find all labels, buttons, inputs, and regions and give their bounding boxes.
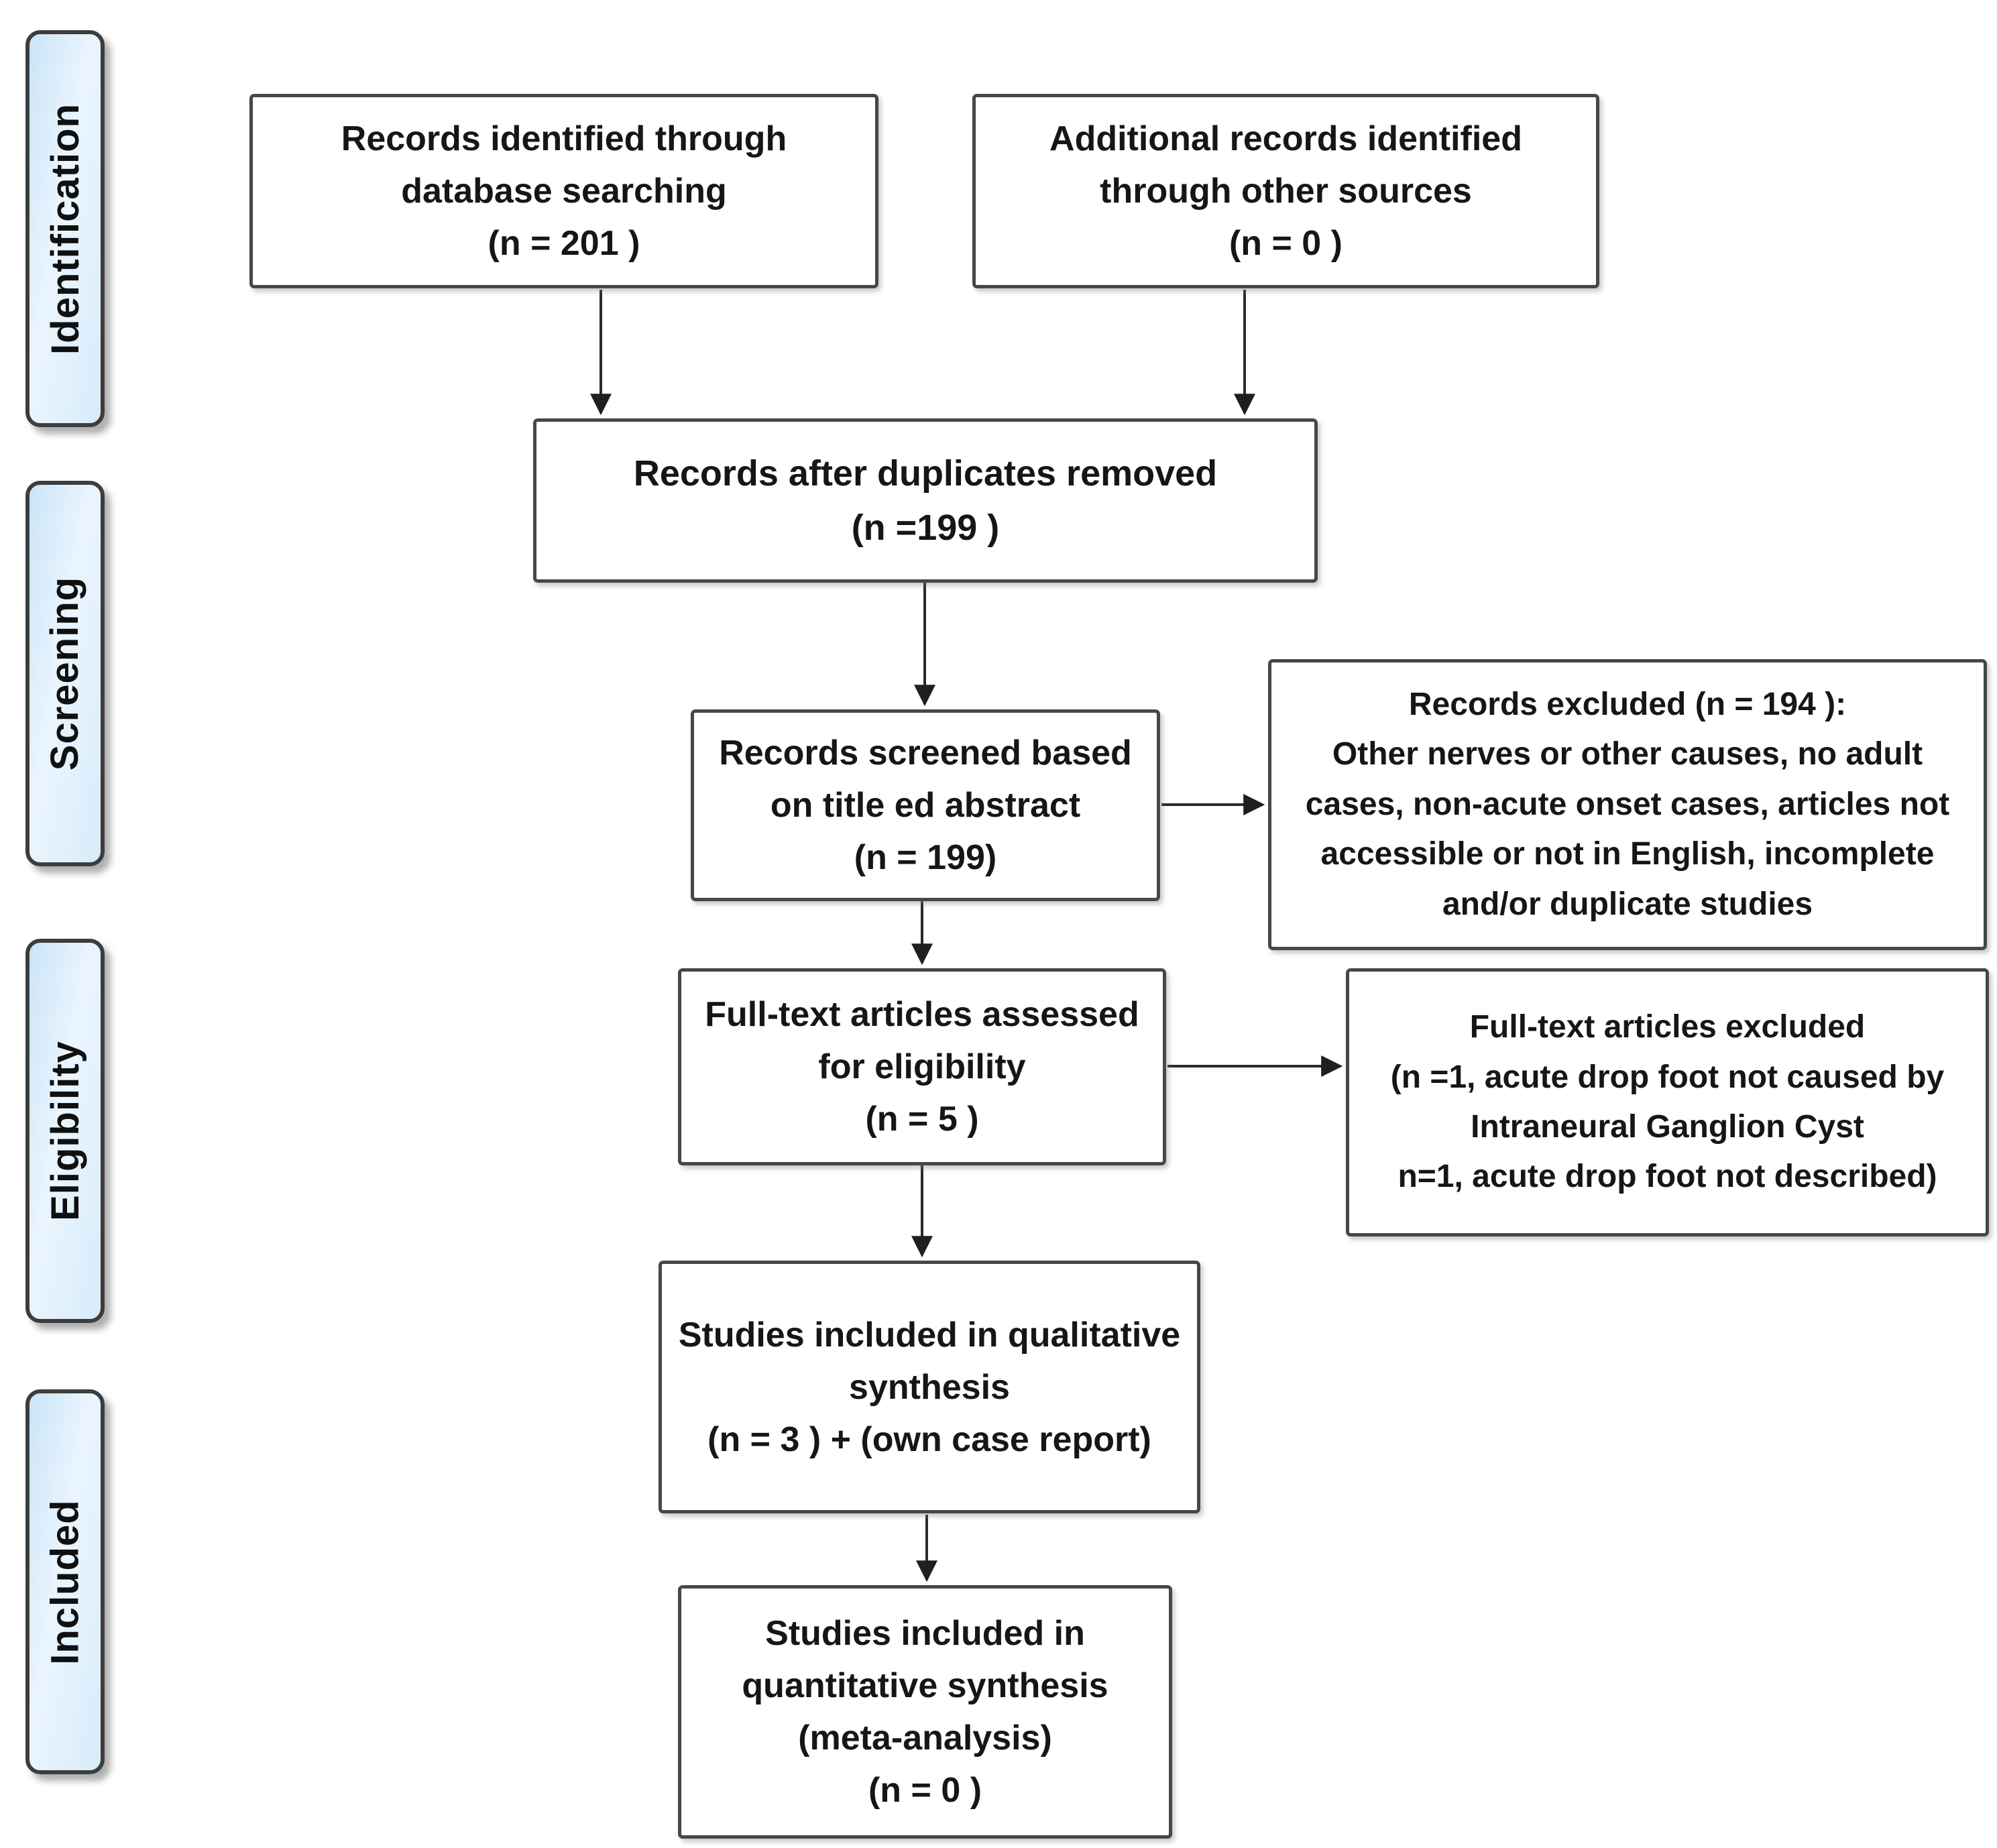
box-records-identified-text: Records identified through database sear…	[341, 119, 787, 263]
box-records-screened: Records screened based on title ed abstr…	[691, 709, 1160, 901]
box-quantitative-synthesis-text: Studies included in quantitative synthes…	[742, 1614, 1108, 1810]
stage-identification-label: Identification	[43, 103, 87, 355]
box-records-excluded: Records excluded (n = 194 ): Other nerve…	[1268, 659, 1987, 950]
box-qualitative-synthesis-text: Studies included in qualitative synthesi…	[678, 1315, 1181, 1459]
box-quantitative-synthesis: Studies included in quantitative synthes…	[678, 1585, 1172, 1839]
stage-screening: Screening	[25, 481, 105, 866]
box-after-duplicates-text: Records after duplicates removed (n =199…	[633, 453, 1218, 548]
box-fulltext-assessed-text: Full-text articles assessed for eligibil…	[705, 995, 1139, 1139]
box-records-identified: Records identified through database sear…	[249, 94, 878, 288]
box-records-excluded-text: Records excluded (n = 194 ): Other nerve…	[1305, 687, 1950, 922]
box-qualitative-synthesis: Studies included in qualitative synthesi…	[659, 1261, 1200, 1513]
stage-screening-label: Screening	[43, 576, 87, 771]
box-fulltext-assessed: Full-text articles assessed for eligibil…	[678, 968, 1166, 1165]
box-records-screened-text: Records screened based on title ed abstr…	[719, 734, 1132, 877]
box-after-duplicates: Records after duplicates removed (n =199…	[533, 418, 1318, 583]
box-fulltext-excluded-text: Full-text articles excluded (n =1, acute…	[1390, 1009, 1945, 1195]
stage-included-label: Included	[43, 1499, 87, 1665]
stage-included: Included	[25, 1389, 105, 1774]
stage-eligibility: Eligibility	[25, 939, 105, 1323]
box-fulltext-excluded: Full-text articles excluded (n =1, acute…	[1346, 968, 1989, 1236]
stage-eligibility-label: Eligibility	[43, 1041, 87, 1221]
box-additional-records-text: Additional records identified through ot…	[1049, 119, 1522, 263]
stage-identification: Identification	[25, 30, 105, 427]
box-additional-records: Additional records identified through ot…	[972, 94, 1599, 288]
